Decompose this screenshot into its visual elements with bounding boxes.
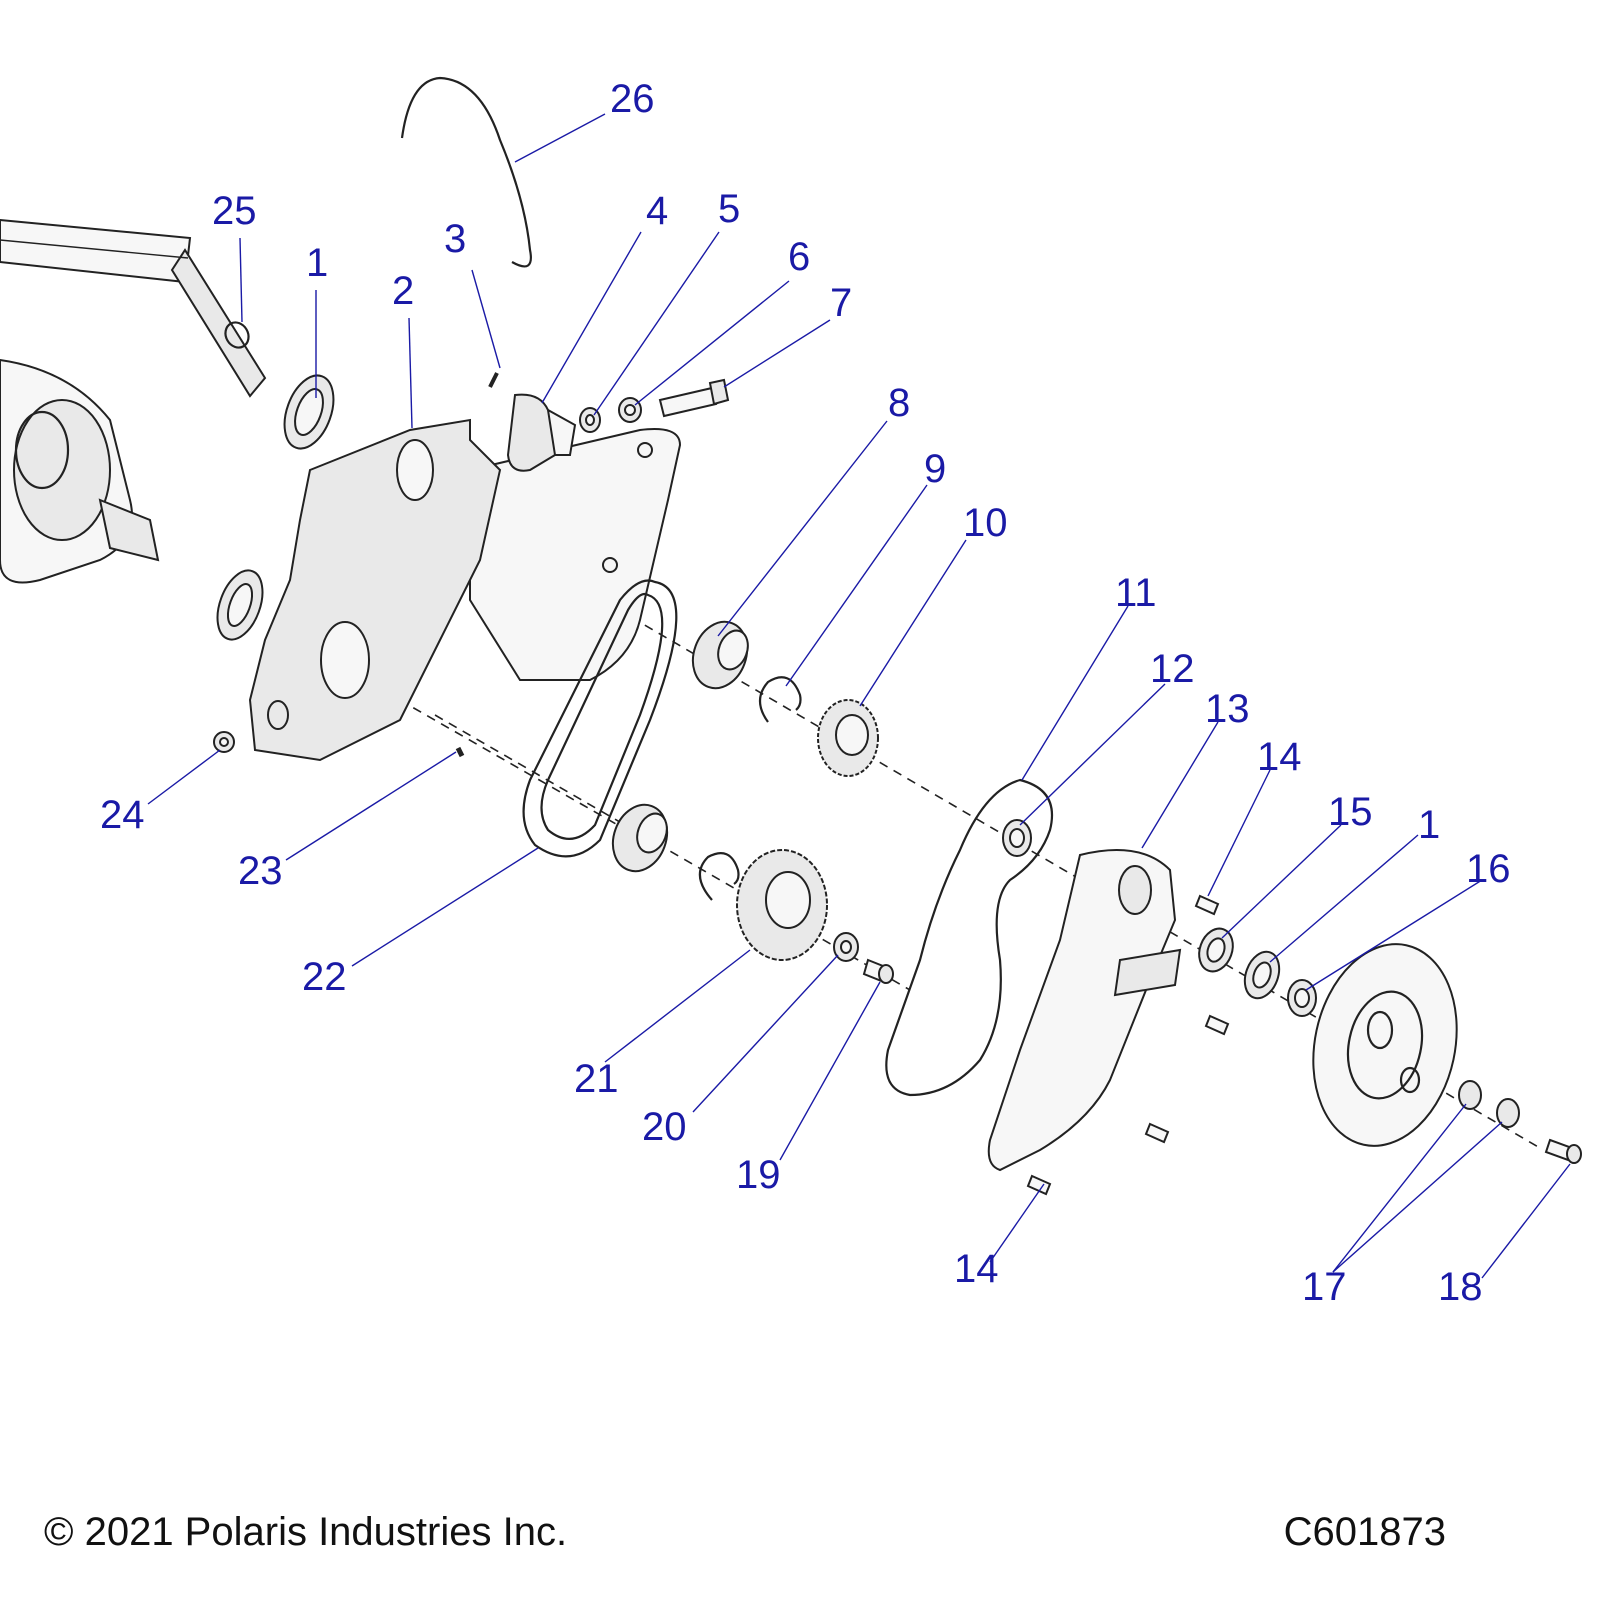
callout-1-left: 1	[306, 241, 328, 285]
callout-numbers: 26 25 1 2 3 4 5 6 7 8 9 10 11 12 13 14 1…	[100, 77, 1511, 1309]
axle-shaft	[0, 218, 267, 398]
gasket-11	[885, 778, 1054, 1097]
sprocket-10	[817, 699, 879, 777]
callout-1-right: 1	[1418, 803, 1440, 847]
snap-ring-9	[758, 676, 802, 723]
callout-21: 21	[574, 1057, 619, 1101]
callout-14-upper: 14	[1257, 735, 1302, 779]
sprocket-21	[736, 849, 828, 961]
callout-22: 22	[302, 955, 347, 999]
dowel-pin-23	[455, 746, 465, 758]
seal-15	[1198, 927, 1234, 973]
snap-ring-lower	[698, 852, 740, 901]
vent-hose-26	[400, 76, 532, 268]
callout-4: 4	[646, 189, 668, 233]
chaincase-cover-13	[987, 849, 1182, 1172]
callout-10: 10	[963, 501, 1008, 545]
callout-20: 20	[642, 1105, 687, 1149]
callout-11: 11	[1115, 571, 1157, 615]
bearing-8	[691, 620, 749, 690]
brake-rotor	[1312, 943, 1458, 1147]
seal-1-right	[1243, 950, 1281, 1000]
callout-7: 7	[830, 281, 852, 325]
washers-17	[1458, 1080, 1520, 1128]
callout-9: 9	[924, 447, 946, 491]
bolt-18	[1544, 1138, 1582, 1164]
seal-housing-lower	[216, 569, 264, 641]
drawing-number: C601873	[1283, 1510, 1446, 1554]
callout-2: 2	[392, 269, 414, 313]
bearing-lower	[611, 803, 669, 873]
copyright-notice: © 2021 Polaris Industries Inc.	[44, 1510, 568, 1554]
callout-13: 13	[1205, 687, 1250, 731]
callout-17: 17	[1302, 1265, 1347, 1309]
callout-25: 25	[212, 189, 257, 233]
spacer-16	[1287, 979, 1317, 1017]
callout-19: 19	[736, 1153, 781, 1197]
callout-16: 16	[1466, 847, 1511, 891]
bolt-7	[658, 378, 730, 418]
seal-1-left	[283, 374, 335, 450]
o-ring-25	[224, 321, 250, 349]
washer-20	[833, 932, 859, 962]
tensioner-block-4	[506, 393, 577, 472]
leader-lines	[147, 113, 1571, 1279]
callout-12: 12	[1150, 647, 1195, 691]
callout-23: 23	[238, 849, 283, 893]
callout-6: 6	[788, 235, 810, 279]
differential-housing	[0, 358, 160, 584]
fitting-3	[488, 372, 499, 388]
cover-bolts-14	[1026, 894, 1230, 1196]
callout-8: 8	[888, 381, 910, 425]
callout-5: 5	[718, 187, 740, 231]
callout-18: 18	[1438, 1265, 1483, 1309]
bolt-19	[862, 958, 894, 984]
callout-3: 3	[444, 217, 466, 261]
nut-24	[213, 731, 235, 753]
callout-24: 24	[100, 793, 145, 837]
spacer-6	[618, 397, 642, 423]
drive-chain-22	[522, 579, 678, 858]
callout-15: 15	[1328, 790, 1373, 834]
callout-26: 26	[610, 77, 655, 121]
callout-14-lower: 14	[954, 1247, 999, 1291]
seal-12	[1002, 819, 1032, 857]
chaincase-housing-2	[248, 418, 682, 762]
